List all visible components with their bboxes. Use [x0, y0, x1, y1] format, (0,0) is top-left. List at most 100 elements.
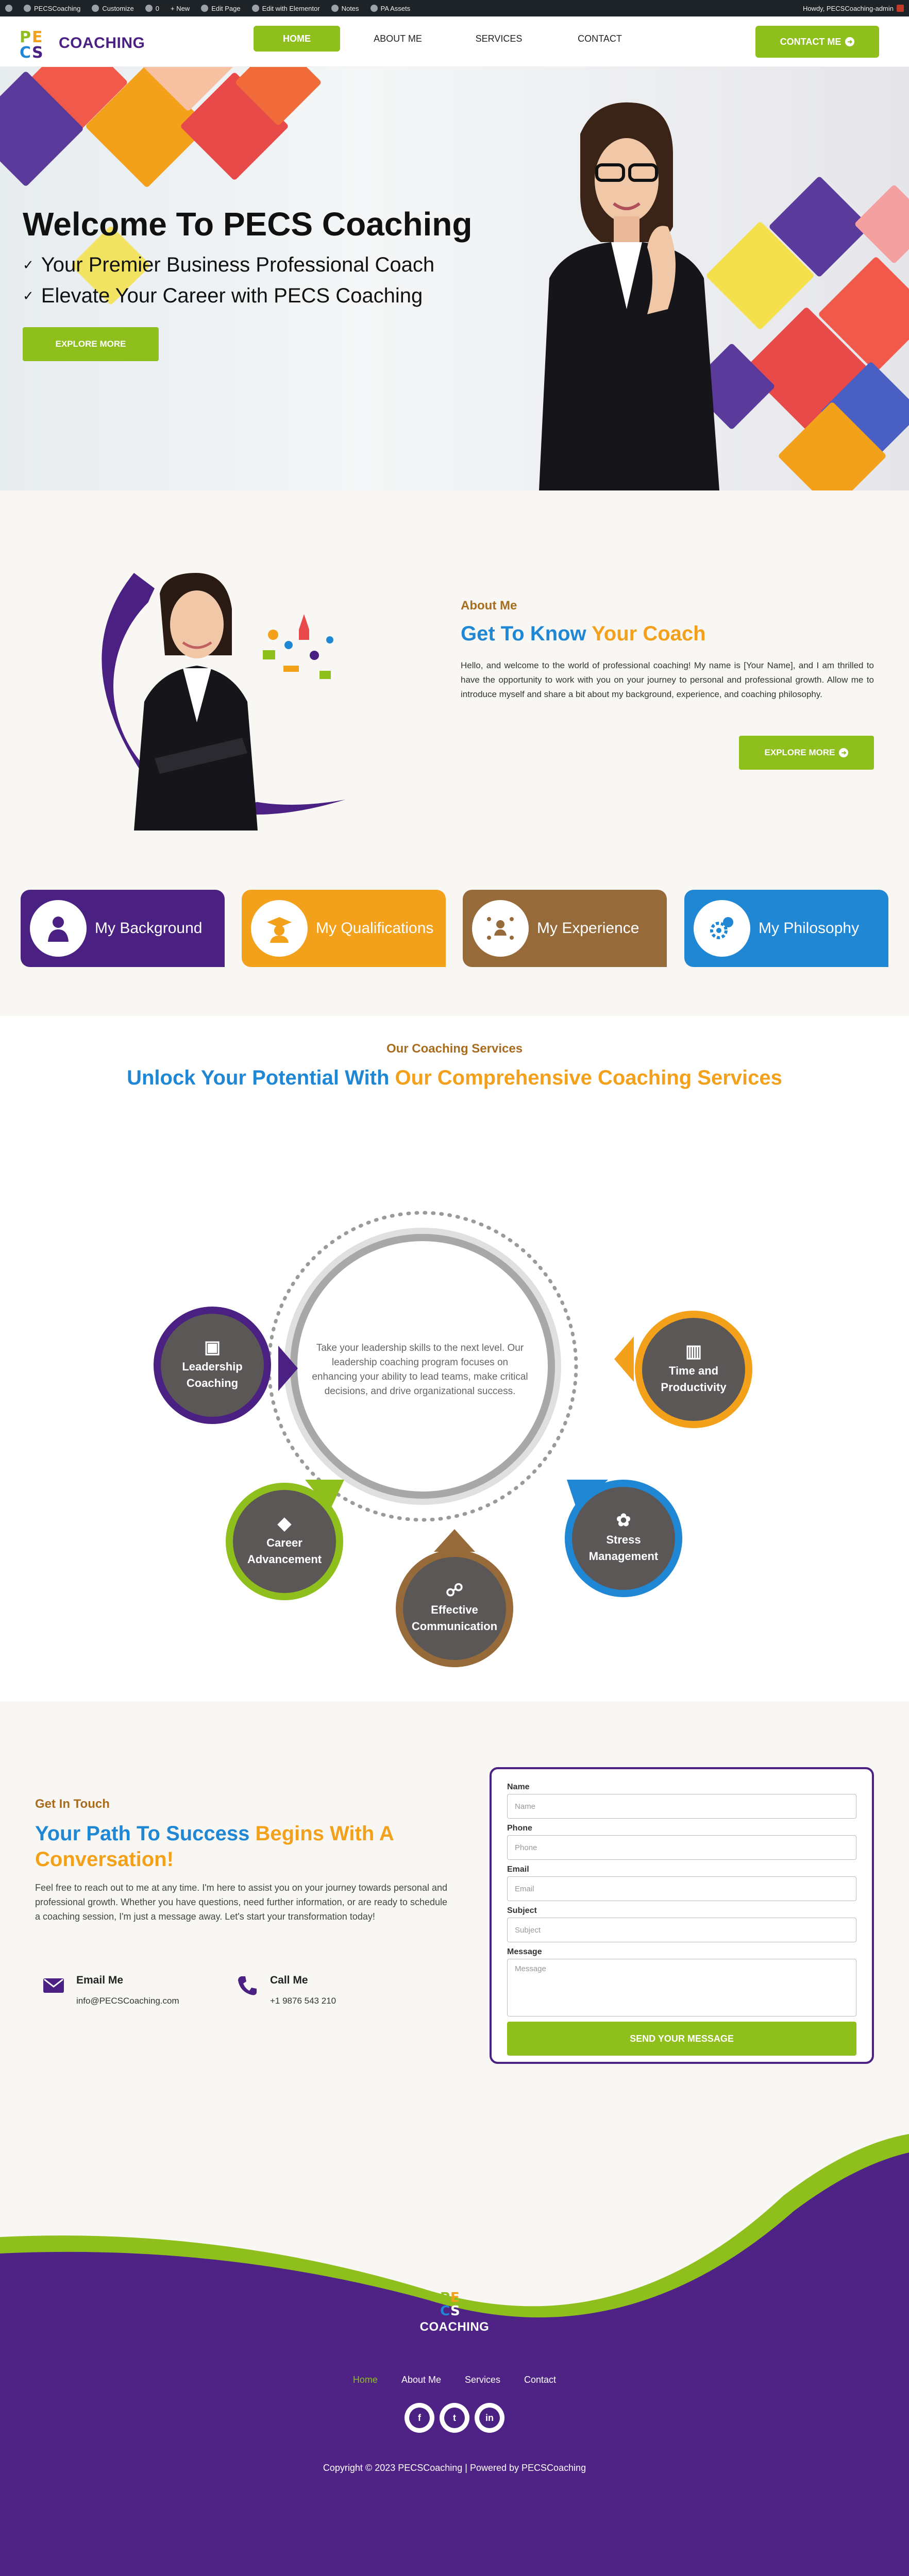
presentation-icon: ▣ [204, 1337, 221, 1357]
svg-text:S: S [450, 2303, 460, 2317]
footer-link-home[interactable]: Home [352, 2375, 378, 2385]
explore-more-button[interactable]: EXPLORE MORE [23, 327, 159, 361]
user-icon [30, 900, 87, 957]
form-label-name: Name [507, 1783, 530, 1791]
svg-text:E: E [32, 28, 43, 46]
contact-call[interactable]: Call Me+1 9876 543 210 [235, 1974, 336, 2006]
svg-text:E: E [450, 2290, 460, 2306]
about-heading: Get To Know Your Coach [461, 622, 706, 645]
services-diagram [267, 1211, 634, 1552]
admin-elementor-link[interactable]: Edit with Elementor [251, 5, 320, 12]
hero-bullet: ✓Elevate Your Career with PECS Coaching [23, 284, 423, 307]
about-cards: My Background My Qualifications My Exper… [21, 890, 888, 967]
check-icon: ✓ [23, 288, 34, 303]
service-description: Take your leadership skills to the next … [312, 1343, 528, 1397]
graduate-icon [251, 900, 308, 957]
form-label-phone: Phone [507, 1824, 532, 1833]
nav-about-me[interactable]: ABOUT ME [374, 33, 422, 44]
admin-comments-link[interactable]: 0 [145, 5, 159, 12]
svg-text:P: P [440, 2290, 450, 2306]
about-label: About Me [461, 599, 517, 613]
subject-input[interactable]: Subject [507, 1918, 856, 1942]
main-nav: HOME ABOUT ME SERVICES CONTACT [254, 26, 643, 52]
admin-customize-link[interactable]: Customize [92, 5, 134, 12]
admin-new-link[interactable]: + New [170, 4, 190, 12]
services-section: Our Coaching Services Unlock Your Potent… [0, 1016, 909, 1701]
decor-square [854, 184, 909, 264]
card-my-experience[interactable]: My Experience [463, 890, 667, 967]
admin-edit-page-link[interactable]: Edit Page [201, 5, 241, 12]
footer-link-about[interactable]: About Me [401, 2375, 441, 2385]
svg-text:S: S [32, 44, 43, 60]
note-icon [331, 5, 339, 12]
twitter-icon[interactable]: t [440, 2403, 469, 2433]
comment-icon [145, 5, 153, 12]
pecs-logo-mark: P E C S [19, 27, 55, 62]
envelope-icon [41, 1974, 66, 1999]
stress-brain-icon: ✿ [616, 1511, 631, 1530]
nav-contact[interactable]: CONTACT [578, 33, 622, 44]
brush-icon [92, 5, 99, 12]
nav-home[interactable]: HOME [254, 26, 340, 52]
contact-form: Name Name Phone Phone Email Email Subjec… [490, 1767, 874, 2064]
about-section: About Me Get To Know Your Coach Hello, a… [0, 490, 909, 1016]
message-textarea[interactable]: Message [507, 1959, 856, 2016]
linkedin-icon[interactable]: in [475, 2403, 504, 2433]
admin-pa-assets-link[interactable]: PA Assets [370, 5, 410, 12]
communication-icon: ☍ [445, 1581, 464, 1600]
svg-text:C: C [440, 2303, 450, 2317]
form-label-message: Message [507, 1947, 542, 1956]
assets-icon [370, 5, 378, 12]
svg-text:P: P [20, 28, 31, 46]
hero-bullet: ✓Your Premier Business Professional Coac… [23, 253, 435, 276]
footer-link-services[interactable]: Services [464, 2375, 501, 2385]
admin-site-link[interactable]: PECSCoaching [24, 5, 80, 12]
email-input[interactable]: Email [507, 1876, 856, 1901]
form-label-subject: Subject [507, 1906, 537, 1915]
hero-title: Welcome To PECS Coaching [23, 206, 473, 243]
contact-me-button[interactable]: CONTACT ME ➜ [755, 26, 879, 58]
elementor-icon [251, 5, 259, 12]
form-label-email: Email [507, 1865, 529, 1874]
hero-section: Welcome To PECS Coaching ✓Your Premier B… [0, 67, 909, 490]
site-logo[interactable]: P E C S COACHING [19, 27, 145, 62]
svg-text:C: C [20, 44, 31, 60]
about-paragraph: Hello, and welcome to the world of profe… [461, 660, 874, 699]
footer-logo[interactable]: P E C S COACHING [0, 2289, 909, 2334]
site-footer: P E C S COACHING Home About Me Services … [0, 2134, 909, 2576]
card-my-philosophy[interactable]: My Philosophy [684, 890, 888, 967]
admin-account-menu[interactable]: Howdy, PECSCoaching-admin [803, 5, 904, 12]
facebook-icon[interactable]: f [405, 2403, 434, 2433]
check-icon: ✓ [23, 257, 34, 273]
pecs-logo-mark: P E C S [440, 2290, 460, 2319]
pencil-icon [201, 5, 209, 12]
contact-section: Get In Touch Your Path To Success Begins… [0, 1701, 909, 2134]
card-my-qualifications[interactable]: My Qualifications [242, 890, 446, 967]
coach-portrait-image [539, 102, 719, 490]
network-person-icon [472, 900, 529, 957]
idea-gears-icon [694, 900, 750, 957]
home-icon [24, 5, 31, 12]
about-explore-button[interactable]: EXPLORE MORE➜ [739, 736, 874, 770]
nav-services[interactable]: SERVICES [475, 33, 523, 44]
name-input[interactable]: Name [507, 1794, 856, 1819]
footer-nav: Home About Me Services Contact [0, 2375, 909, 2385]
phone-input[interactable]: Phone [507, 1835, 856, 1860]
card-my-background[interactable]: My Background [21, 890, 225, 967]
admin-notes-link[interactable]: Notes [331, 5, 359, 12]
services-label: Our Coaching Services [386, 1042, 523, 1056]
send-message-button[interactable]: SEND YOUR MESSAGE [507, 2022, 856, 2056]
about-coach-image [102, 568, 350, 831]
footer-link-contact[interactable]: Contact [524, 2375, 557, 2385]
footer-logo-text: COACHING [419, 2320, 490, 2334]
wp-admin-bar: PECSCoaching Customize 0 + New Edit Page… [0, 0, 909, 16]
contact-paragraph: Feel free to reach out to me at any time… [35, 1883, 447, 1922]
logo-text: COACHING [59, 35, 145, 52]
wordpress-logo-icon[interactable] [5, 5, 12, 12]
